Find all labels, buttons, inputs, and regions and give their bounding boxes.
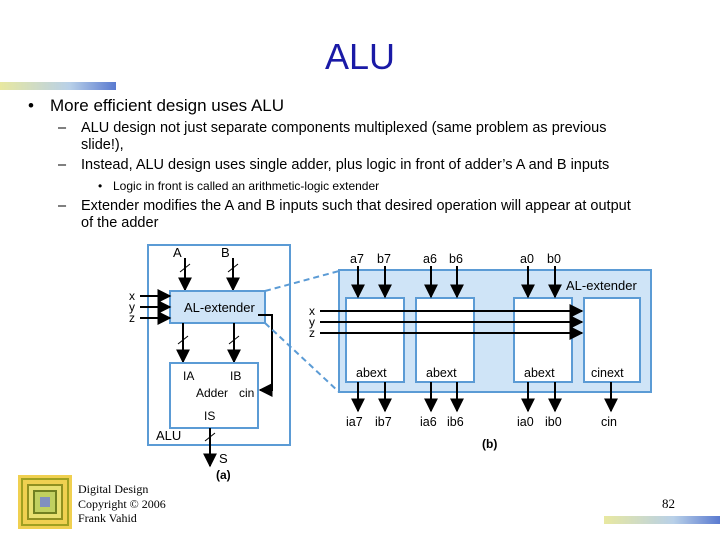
bottom-label-ia0: ia0 <box>517 415 534 429</box>
cell-label-abext-0: abext <box>524 366 555 380</box>
bottom-label-ib6: ib6 <box>447 415 464 429</box>
top-label-b0: b0 <box>547 252 561 266</box>
title-accent-bar <box>0 82 116 90</box>
x-bus-label: x <box>309 304 315 318</box>
top-label-b6: b6 <box>449 252 463 266</box>
subsub-bullet-marker: • <box>98 179 103 193</box>
bottom-label-ia6: ia6 <box>420 415 437 429</box>
input-b-label: B <box>221 245 230 260</box>
ib-slash <box>228 335 240 345</box>
input-a-label: A <box>173 245 182 260</box>
main-bullet: More efficient design uses ALU <box>50 96 285 115</box>
b-bus-slash <box>227 263 239 273</box>
caption-b: (b) <box>482 437 497 451</box>
sub-bullet-1-line1: ALU design not just separate components … <box>81 120 607 136</box>
alu-label: ALU <box>156 428 181 443</box>
sub-bullet-2: Instead, ALU design uses single adder, p… <box>81 157 610 173</box>
caption-a: (a) <box>216 468 231 482</box>
sub-bullet-1: ALU design not just separate components … <box>81 120 607 154</box>
s-label: S <box>219 451 228 466</box>
dash-marker-2: – <box>58 157 67 173</box>
bottom-label-ib7: ib7 <box>375 415 392 429</box>
top-label-b7: b7 <box>377 252 391 266</box>
z-label: z <box>129 311 135 325</box>
y-label: y <box>129 300 135 314</box>
footer-line-1: Digital Design <box>78 482 149 496</box>
page-number: 82 <box>662 496 675 511</box>
dash-marker-3: – <box>58 198 67 214</box>
sub-bullet-3-line2: of the adder <box>81 215 159 231</box>
ia-label: IA <box>183 369 194 383</box>
al-extender-box <box>169 290 266 324</box>
cell-label-cinext: cinext <box>591 366 624 380</box>
dash-marker-1: – <box>58 120 67 136</box>
cin-label: cin <box>239 386 254 400</box>
slide-title: ALU <box>324 36 396 77</box>
bullet-marker: • <box>28 96 34 115</box>
y-bus-label: y <box>309 315 315 329</box>
footer-accent-bar <box>604 516 720 524</box>
adder-box <box>169 362 259 429</box>
cin-wire <box>258 314 273 397</box>
ib-label: IB <box>230 369 241 383</box>
is-label: IS <box>204 409 215 423</box>
cell-label-abext-6: abext <box>426 366 457 380</box>
sub-bullet-3: Extender modifies the A and B inputs suc… <box>81 198 631 232</box>
footer-line-3: Frank Vahid <box>78 511 137 525</box>
cell-label-abext-7: abext <box>356 366 387 380</box>
ia-slash <box>177 335 189 345</box>
subsub-bullet: Logic in front is called an arithmetic-l… <box>113 179 380 193</box>
zoom-line-bottom <box>264 322 340 393</box>
x-label: x <box>129 289 135 303</box>
al-extender-label: AL-extender <box>184 300 255 315</box>
book-logo-icon <box>18 475 72 529</box>
cinext-cell <box>583 297 641 383</box>
bottom-label-ia7: ia7 <box>346 415 363 429</box>
a-bus-slash <box>179 263 191 273</box>
bottom-label-cin: cin <box>601 415 617 429</box>
top-label-a0: a0 <box>520 252 534 266</box>
top-label-a6: a6 <box>423 252 437 266</box>
z-bus-label: z <box>309 326 315 340</box>
sub-bullet-1-line2: slide!), <box>81 137 124 153</box>
bottom-label-ib0: ib0 <box>545 415 562 429</box>
al-extender-expanded-label: AL-extender <box>566 278 637 293</box>
sub-bullet-3-line1: Extender modifies the A and B inputs suc… <box>81 198 631 214</box>
s-slash <box>204 432 216 442</box>
footer-line-2: Copyright © 2006 <box>78 496 166 511</box>
top-label-a7: a7 <box>350 252 364 266</box>
zoom-line-top <box>264 270 340 292</box>
footer-copyright: Digital Design Copyright © 2006 Frank Va… <box>78 482 166 526</box>
adder-label: Adder <box>196 386 228 400</box>
